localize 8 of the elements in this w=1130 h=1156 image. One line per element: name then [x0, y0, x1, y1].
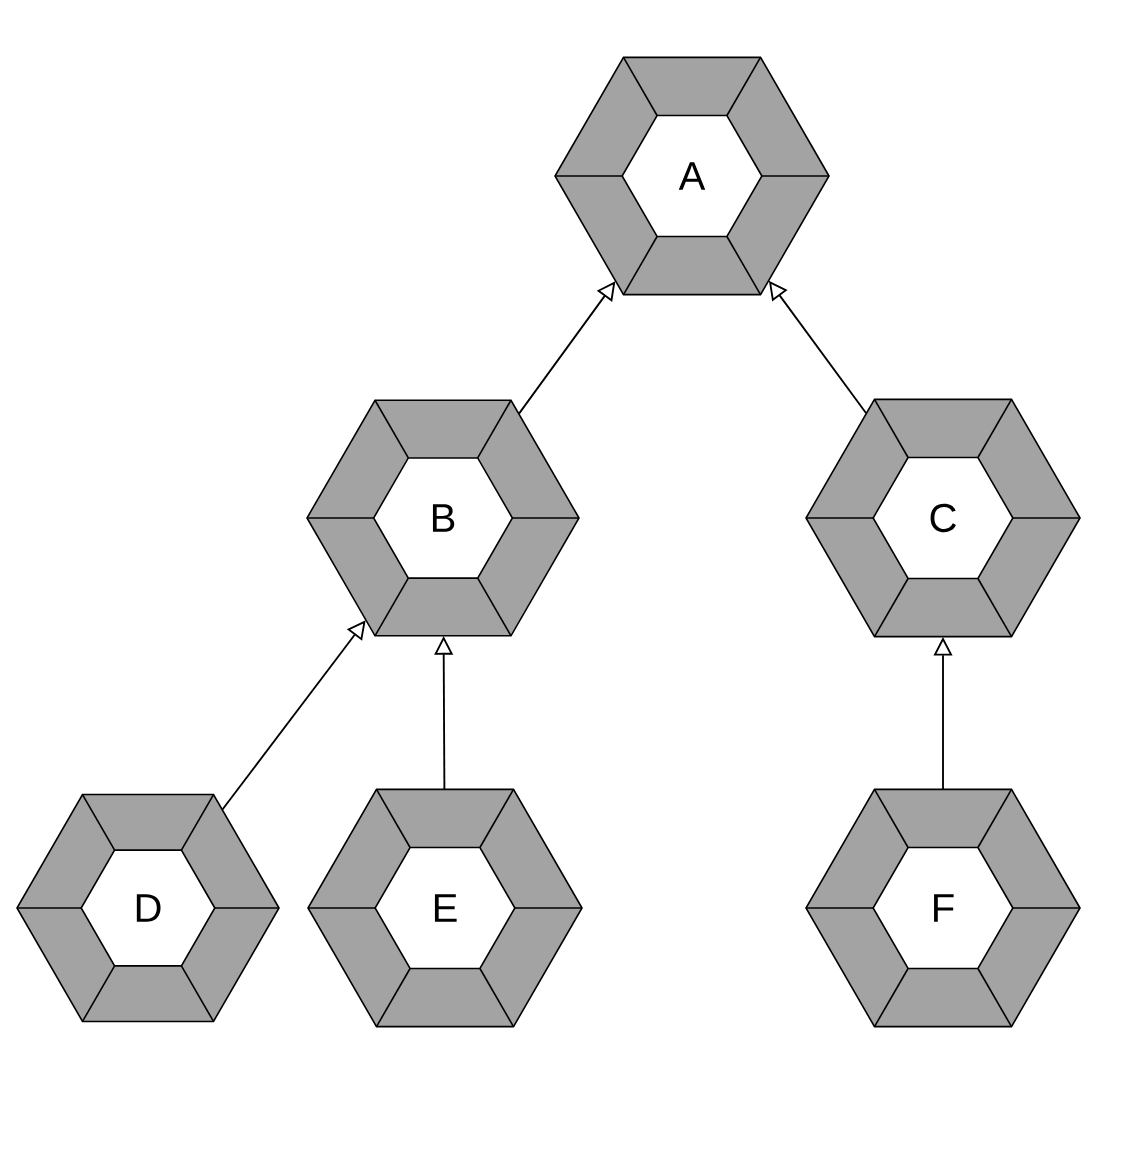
hexagon-node: F	[805, 788, 1081, 1028]
arrow	[518, 281, 616, 415]
arrow	[221, 620, 366, 811]
hexagon-node: A	[554, 56, 830, 296]
hexagon-node: D	[16, 793, 280, 1023]
hexagon-node: B	[306, 399, 580, 637]
hexagon-node: E	[307, 788, 583, 1028]
hexagon-node: C	[805, 398, 1081, 638]
